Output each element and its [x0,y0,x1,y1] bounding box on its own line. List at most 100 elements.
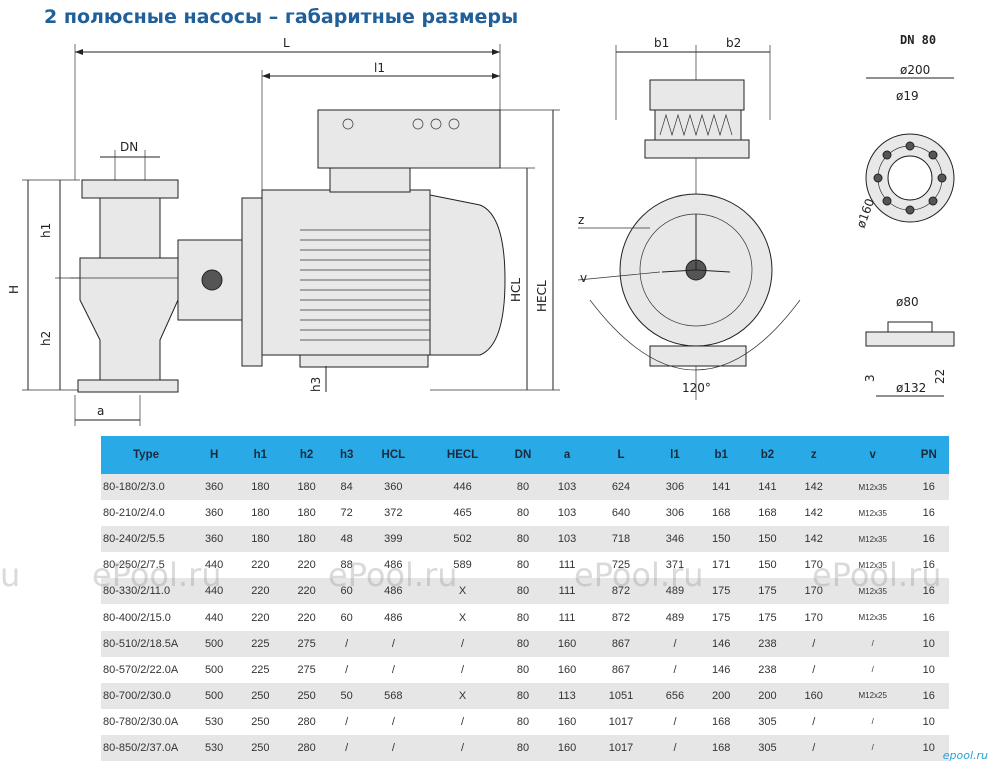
table-cell: 486 [363,604,424,631]
table-cell: 103 [543,500,591,527]
col-header: h1 [237,436,284,474]
table-cell: 280 [283,708,330,735]
table-cell: / [363,630,424,657]
col-header: h2 [283,436,330,474]
table-cell: 160 [543,734,591,762]
table-cell: 150 [698,526,745,553]
table-cell: 530 [191,734,238,762]
table-cell: 80-210/2/4.0 [101,500,191,527]
table-cell: 60 [329,578,364,605]
table-cell: 48 [329,526,364,553]
col-header: h3 [329,436,364,474]
table-cell: 220 [283,552,330,579]
table-cell: / [836,734,909,762]
table-cell: 718 [590,526,652,553]
table-cell: X [423,682,503,709]
table-cell: 80 [502,708,544,735]
table-cell: 180 [283,474,330,501]
table-cell: 225 [237,656,284,683]
table-cell: M12x35 [836,578,909,605]
col-header: PN [908,436,949,474]
table-cell: / [329,630,364,657]
page-title: 2 полюсные насосы – габаритные размеры [44,6,519,28]
table-cell: 502 [423,526,503,553]
table-cell: 220 [283,578,330,605]
table-cell: 500 [191,682,238,709]
table-cell: / [651,630,699,657]
col-header: l1 [651,436,699,474]
table-cell: 656 [651,682,699,709]
table-cell: X [423,578,503,605]
table-cell: 250 [283,682,330,709]
table-cell: 111 [543,552,591,579]
table-cell: 72 [329,500,364,527]
col-header: HECL [423,436,503,474]
table-cell: 16 [908,526,949,553]
table-cell: 486 [363,578,424,605]
table-cell: / [651,708,699,735]
table-cell: M12x25 [836,682,909,709]
table-cell: 220 [283,604,330,631]
table-cell: 16 [908,604,949,631]
table-cell: 1017 [590,708,652,735]
side-view: L l1 DN H h1 h2 a [7,36,560,426]
table-cell: 360 [191,526,238,553]
table-cell: 640 [590,500,652,527]
col-header: b2 [744,436,791,474]
dim-l1-label: l1 [374,61,385,75]
table-cell: 568 [363,682,424,709]
table-cell: 50 [329,682,364,709]
table-cell: 80-570/2/22.0A [101,656,191,683]
table-cell: / [836,708,909,735]
table-cell: 306 [651,500,699,527]
table-cell: 80 [502,630,544,657]
shaft-icon [201,269,223,291]
table-cell: 142 [790,474,837,501]
table-cell: 465 [423,500,503,527]
table-cell: 1051 [590,682,652,709]
table-cell: 238 [744,630,791,657]
table-cell: 1017 [590,734,652,762]
table-cell: 170 [790,604,837,631]
top-flange [81,179,179,199]
table-cell: 275 [283,630,330,657]
dim-h2-label: h2 [39,331,53,346]
table-cell: 103 [543,474,591,501]
col-header: HCL [363,436,424,474]
col-header: DN [502,436,544,474]
flange-view: DN 80 ø200 ø19 ø160 ø80 ø132 3 22 [854,33,955,397]
table-cell: 171 [698,552,745,579]
table-cell: 725 [590,552,652,579]
table-cell: 440 [191,578,238,605]
table-cell: 867 [590,656,652,683]
table-cell: 175 [698,578,745,605]
table-cell: 160 [543,630,591,657]
table-cell: 168 [698,734,745,762]
table-cell: 250 [237,708,284,735]
table-cell: 16 [908,682,949,709]
col-header: b1 [698,436,745,474]
table-cell: 80 [502,682,544,709]
table-cell: 371 [651,552,699,579]
table-cell: M12x35 [836,552,909,579]
table-cell: 16 [908,500,949,527]
table-cell: 80 [502,552,544,579]
col-header: L [590,436,652,474]
table-cell: 486 [363,552,424,579]
col-header: z [790,436,837,474]
table-cell: / [790,656,837,683]
table-cell: / [790,708,837,735]
dim-HECL-label: HECL [535,280,549,312]
table-cell: 872 [590,604,652,631]
col-header: a [543,436,591,474]
dim-z-label: z [578,213,584,227]
table-cell: M12x35 [836,500,909,527]
table-cell: / [651,734,699,762]
table-cell: / [423,708,503,735]
table-cell: 180 [237,500,284,527]
